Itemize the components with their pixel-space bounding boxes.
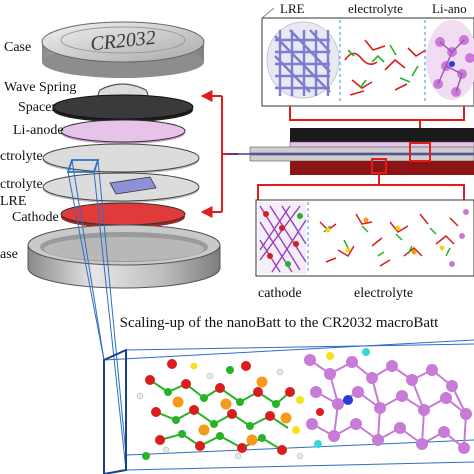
cross-section-schematic — [228, 128, 474, 175]
label-wave-spring: Wave Spring — [4, 80, 76, 95]
top-panel-label-electrolyte: electrolyte — [348, 1, 403, 16]
coin-cell-stack: CR2032 — [27, 21, 221, 471]
bottom-panel-label-cathode: cathode — [258, 286, 302, 301]
top-md-panel: LRE electrolyte Li-ano — [261, 1, 474, 107]
case-bottom-disc — [27, 224, 221, 289]
figure-caption: Scaling-up of the nanoBatt to the CR2032… — [120, 315, 440, 331]
lre-lattice — [266, 21, 340, 99]
nanobatt-md-box — [103, 339, 474, 474]
connector-bottom — [257, 173, 465, 200]
label-electrolyte-2: ctrolyte — [0, 177, 43, 192]
label-lre: LRE — [0, 194, 26, 209]
li-anode-atoms-top — [426, 20, 474, 100]
bottom-md-panel: cathode electrolyte — [255, 199, 474, 301]
md-li-anode-cluster — [304, 348, 472, 454]
top-panel-label-lre: LRE — [280, 1, 305, 16]
cathode-lattice — [258, 202, 307, 274]
electrolyte-molecules-top — [344, 39, 427, 96]
bottom-panel-label-electrolyte: electrolyte — [354, 286, 413, 301]
label-cathode: Cathode — [12, 210, 59, 225]
md-electrolyte-atoms — [136, 359, 304, 460]
zoom-projection — [66, 159, 127, 471]
top-panel-label-li-anode: Li-ano — [432, 1, 467, 16]
case-top-disc: CR2032 — [41, 21, 205, 78]
electrolyte-disc-1 — [42, 143, 200, 174]
label-spacer: Spacer — [18, 100, 56, 115]
cathode-disc — [60, 202, 186, 228]
label-li-anode: Li-anode — [13, 123, 64, 138]
electrolyte-molecules-bottom — [319, 209, 469, 267]
label-case-top: Case — [4, 40, 31, 55]
label-case-bottom: ase — [0, 247, 18, 262]
li-anode-disc — [60, 119, 186, 144]
lre-strip — [109, 176, 157, 195]
spacer-disc — [52, 94, 194, 122]
label-electrolyte-1: ctrolyte — [0, 149, 43, 164]
